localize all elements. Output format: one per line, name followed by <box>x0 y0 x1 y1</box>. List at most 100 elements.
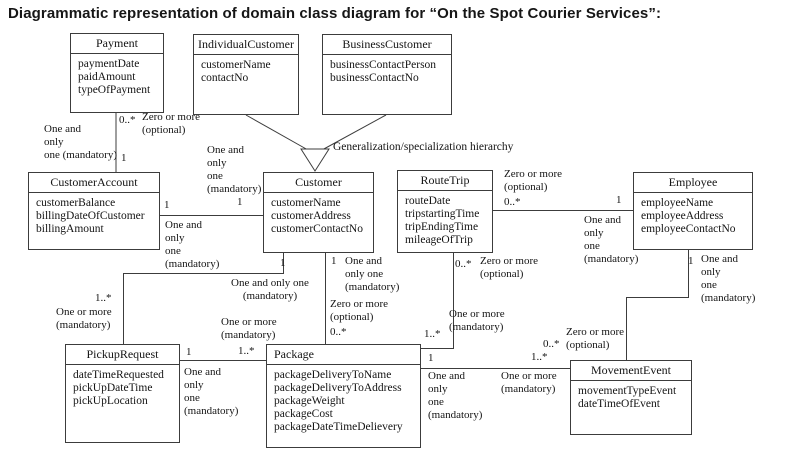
attribute: packageDeliveryToName <box>274 369 392 381</box>
class-payment: Payment paymentDate paidAmount typeOfPay… <box>70 33 164 113</box>
attribute: customerName <box>271 197 341 209</box>
class-employee: Employee employeeName employeeAddress em… <box>633 172 753 250</box>
individualcustomer-generalization-line <box>245 114 309 151</box>
assoc-routetrip-employee-employee-note: One and only one (mandatory) <box>584 214 639 265</box>
assoc-routetrip-package-routetrip-mult: 0..* <box>455 258 472 270</box>
attribute: pickUpLocation <box>73 395 148 407</box>
class-attributes: movementTypeEvent dateTimeOfEvent <box>571 381 691 411</box>
class-attributes: customerName contactNo <box>194 55 298 85</box>
assoc-account-customer-customer-mult: 1 <box>237 196 243 208</box>
assoc-customer-pickup-pickup-mult: 1..* <box>95 292 112 304</box>
assoc-routetrip-employee-routetrip-note: Zero or more (optional) <box>504 168 563 193</box>
assoc-employee-movement-employee-mult: 1 <box>688 255 694 267</box>
routetrip-package-line <box>421 253 454 349</box>
class-routetrip: RouteTrip routeDate tripstartingTime tri… <box>397 170 493 253</box>
generalization-triangle-icon <box>300 148 330 172</box>
attribute: businessContactPerson <box>330 59 437 71</box>
class-title: RouteTrip <box>398 171 492 191</box>
attribute: pickUpDateTime <box>73 382 153 394</box>
attribute: packageCost <box>274 408 333 420</box>
class-attributes: routeDate tripstartingTime tripEndingTim… <box>398 191 492 247</box>
attribute: employeeAddress <box>641 210 724 222</box>
attribute: customerName <box>201 59 271 71</box>
class-title: PickupRequest <box>66 345 179 365</box>
attribute: dateTimeOfEvent <box>578 398 660 410</box>
attribute: customerContactNo <box>271 223 363 235</box>
class-attributes: businessContactPerson businessContactNo <box>323 55 451 85</box>
assoc-payment-account-account-mult: 1 <box>121 152 127 164</box>
assoc-payment-account-payment-mult: 0..* <box>119 114 136 126</box>
class-attributes: packageDeliveryToName packageDeliveryToA… <box>267 365 420 434</box>
class-title: CustomerAccount <box>29 173 159 193</box>
attribute: billingDateOfCustomer <box>36 210 145 222</box>
assoc-routetrip-package-package-note: One or more (mandatory) <box>449 308 505 333</box>
attribute: paidAmount <box>78 71 136 83</box>
class-attributes: employeeName employeeAddress employeeCon… <box>634 193 752 236</box>
assoc-package-movement-package-note: One and only one (mandatory) <box>428 370 483 421</box>
generalization-label: Generalization/specialization hierarchy <box>333 141 514 153</box>
attribute: mileageOfTrip <box>405 234 473 246</box>
attribute: dateTimeRequested <box>73 369 164 381</box>
class-attributes: customerName customerAddress customerCon… <box>264 193 373 236</box>
class-title: Package <box>267 345 420 365</box>
assoc-account-customer-customer-note: One and only one (mandatory) <box>207 144 262 195</box>
attribute: employeeName <box>641 197 714 209</box>
assoc-package-movement-movement-note: One or more (mandatory) <box>501 370 557 395</box>
assoc-employee-movement-movement-note: Zero or more (optional) <box>566 326 625 351</box>
assoc-routetrip-package-package-mult: 1..* <box>424 328 441 340</box>
customer-pickuprequest-line <box>123 253 284 344</box>
assoc-routetrip-employee-employee-mult: 1 <box>616 194 622 206</box>
assoc-employee-movement-employee-note: One and only one (mandatory) <box>701 253 756 304</box>
assoc-package-movement-movement-mult: 1..* <box>531 351 548 363</box>
attribute: routeDate <box>405 195 451 207</box>
class-title: MovementEvent <box>571 361 691 381</box>
assoc-customer-pickup-customer-mult: 1 <box>280 257 286 269</box>
class-title: Customer <box>264 173 373 193</box>
class-package: Package packageDeliveryToName packageDel… <box>266 344 421 448</box>
attribute: employeeContactNo <box>641 223 736 235</box>
assoc-routetrip-employee-routetrip-mult: 0..* <box>504 196 521 208</box>
attribute: paymentDate <box>78 58 140 70</box>
attribute: packageDateTimeDelievery <box>274 421 403 433</box>
assoc-routetrip-package-routetrip-note: Zero or more (optional) <box>480 255 539 280</box>
class-movementevent: MovementEvent movementTypeEvent dateTime… <box>570 360 692 435</box>
page-title: Diagrammatic representation of domain cl… <box>8 5 662 22</box>
attribute: packageDeliveryToAddress <box>274 382 402 394</box>
class-pickuprequest: PickupRequest dateTimeRequested pickUpDa… <box>65 344 180 443</box>
attribute: tripstartingTime <box>405 208 480 220</box>
attribute: movementTypeEvent <box>578 385 677 397</box>
assoc-payment-account-payment-note: Zero or more (optional) <box>142 111 201 136</box>
class-title: BusinessCustomer <box>323 35 451 55</box>
attribute: businessContactNo <box>330 72 419 84</box>
class-customer: Customer customerName customerAddress cu… <box>263 172 374 253</box>
attribute: tripEndingTime <box>405 221 479 233</box>
assoc-pickup-package-package-mult: 1..* <box>238 345 255 357</box>
assoc-customer-package-customer-mult: 1 <box>331 255 337 267</box>
class-title: Employee <box>634 173 752 193</box>
assoc-customer-package-customer-note: One and only one (mandatory) <box>345 255 400 293</box>
assoc-customer-package-package-mult: 0..* <box>330 326 347 338</box>
employee-movementevent-line <box>626 250 689 360</box>
class-attributes: dateTimeRequested pickUpDateTime pickUpL… <box>66 365 179 408</box>
assoc-account-customer-account-note: One and only one (mandatory) <box>165 219 220 270</box>
assoc-pickup-package-pickup-note: One and only one (mandatory) <box>184 366 239 417</box>
assoc-package-movement-package-mult: 1 <box>428 352 434 364</box>
assoc-pickup-package-package-note: One or more (mandatory) <box>221 316 277 341</box>
attribute: billingAmount <box>36 223 104 235</box>
class-title: IndividualCustomer <box>194 35 298 55</box>
assoc-customer-pickup-pickup-note: One or more (mandatory) <box>56 306 112 331</box>
class-attributes: paymentDate paidAmount typeOfPayment <box>71 54 163 97</box>
assoc-payment-account-account-note: One and only one (mandatory) <box>44 123 117 161</box>
assoc-account-customer-account-mult: 1 <box>164 199 170 211</box>
class-customeraccount: CustomerAccount customerBalance billingD… <box>28 172 160 250</box>
assoc-customer-pickup-customer-note: One and only one (mandatory) <box>231 277 309 302</box>
attribute: typeOfPayment <box>78 84 151 96</box>
class-attributes: customerBalance billingDateOfCustomer bi… <box>29 193 159 236</box>
class-individualcustomer: IndividualCustomer customerName contactN… <box>193 34 299 115</box>
attribute: customerBalance <box>36 197 116 209</box>
assoc-customer-package-package-note: Zero or more (optional) <box>330 298 389 323</box>
attribute: customerAddress <box>271 210 351 222</box>
assoc-employee-movement-movement-mult: 0..* <box>543 338 560 350</box>
attribute: packageWeight <box>274 395 345 407</box>
